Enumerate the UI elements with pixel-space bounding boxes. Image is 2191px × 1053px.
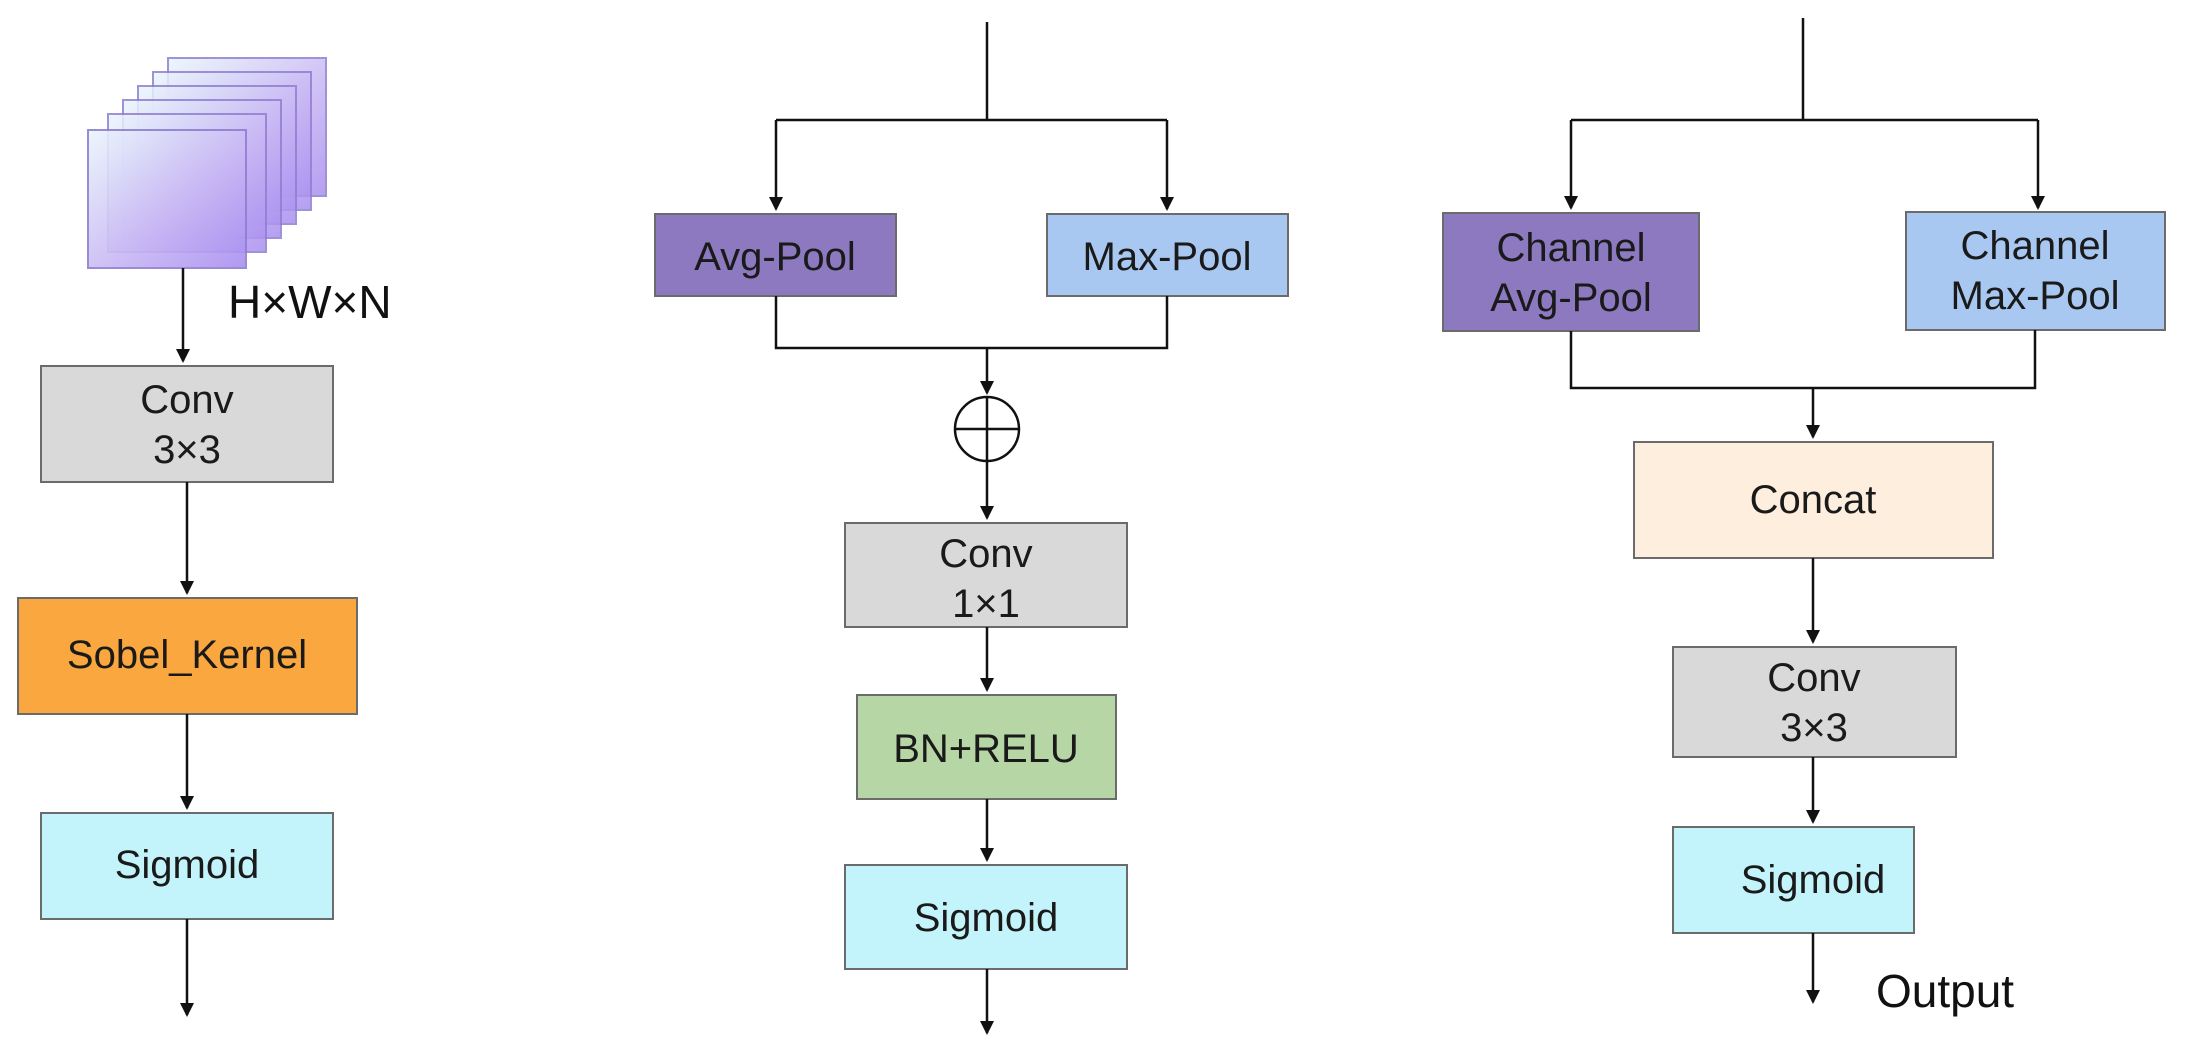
channel-avg-pool-label: Avg-Pool <box>694 235 856 279</box>
spatial-avg-pool-box <box>1442 212 1700 332</box>
spatial-conv-box <box>1672 646 1957 758</box>
spatial-sigmoid-label: Sigmoid <box>1741 858 1886 902</box>
sobel-kernel-label: Sobel_Kernel <box>67 633 307 677</box>
output-label: Output <box>1876 965 2014 1017</box>
spatial-merge-line <box>1569 330 2037 390</box>
edge-conv-label: Conv <box>140 378 233 422</box>
spatial-avg-pool-label-2: Avg-Pool <box>1490 276 1652 320</box>
channel-branch: Avg-Pool Max-Pool Conv 1×1 BN+RELU Sigmo… <box>654 22 1289 1035</box>
spatial-branch: Channel Avg-Pool Channel Max-Pool Concat… <box>1442 18 2166 1017</box>
spatial-max-pool-label-2: Max-Pool <box>1951 274 2120 318</box>
bn-relu-box <box>856 694 1117 800</box>
spatial-conv-label: Conv <box>1767 656 1860 700</box>
edge-conv-size: 3×3 <box>153 428 221 472</box>
concat-label: Concat <box>1750 478 1877 522</box>
edge-branch: H×W×N Conv 3×3 Sobel_Kernel Sigmoid <box>17 57 392 1017</box>
spatial-sigmoid-box <box>1672 826 1915 934</box>
input-size-label: H×W×N <box>228 276 392 328</box>
element-wise-sum-icon <box>953 395 1021 463</box>
channel-sigmoid-label: Sigmoid <box>914 896 1059 940</box>
channel-sigmoid-box <box>844 864 1128 970</box>
edge-sigmoid-label: Sigmoid <box>115 843 260 887</box>
edge-conv-box <box>40 365 334 483</box>
channel-max-pool-label: Max-Pool <box>1083 235 1252 279</box>
sobel-kernel-box <box>17 597 358 715</box>
channel-merge-line <box>774 296 1169 350</box>
channel-conv-box <box>844 522 1128 628</box>
spatial-max-pool-box <box>1905 211 2166 331</box>
bn-relu-label: BN+RELU <box>893 727 1079 771</box>
channel-conv-size: 1×1 <box>952 582 1020 626</box>
channel-max-pool-box <box>1046 213 1289 297</box>
concat-box <box>1633 441 1994 559</box>
edge-sigmoid-box <box>40 812 334 920</box>
feature-map-stack-icon <box>87 57 327 269</box>
spatial-max-pool-label-1: Channel <box>1960 224 2109 268</box>
spatial-conv-size: 3×3 <box>1780 706 1848 750</box>
spatial-avg-pool-label-1: Channel <box>1496 226 1645 270</box>
channel-conv-label: Conv <box>939 532 1032 576</box>
